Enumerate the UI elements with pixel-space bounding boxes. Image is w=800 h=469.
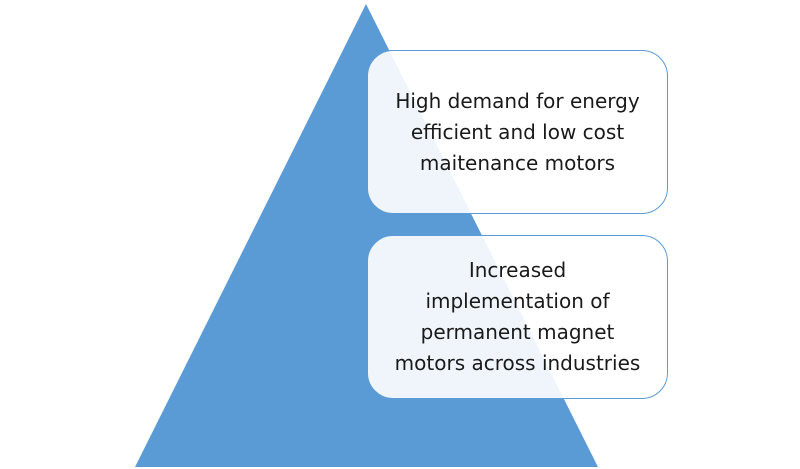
callout-text-1: High demand for energy efficient and low…	[395, 88, 640, 175]
callout-text-2: Increased implementation of permanent ma…	[394, 258, 641, 375]
callout-box-2: Increased implementation of permanent ma…	[367, 235, 668, 399]
callout-box-1: High demand for energy efficient and low…	[367, 50, 668, 214]
